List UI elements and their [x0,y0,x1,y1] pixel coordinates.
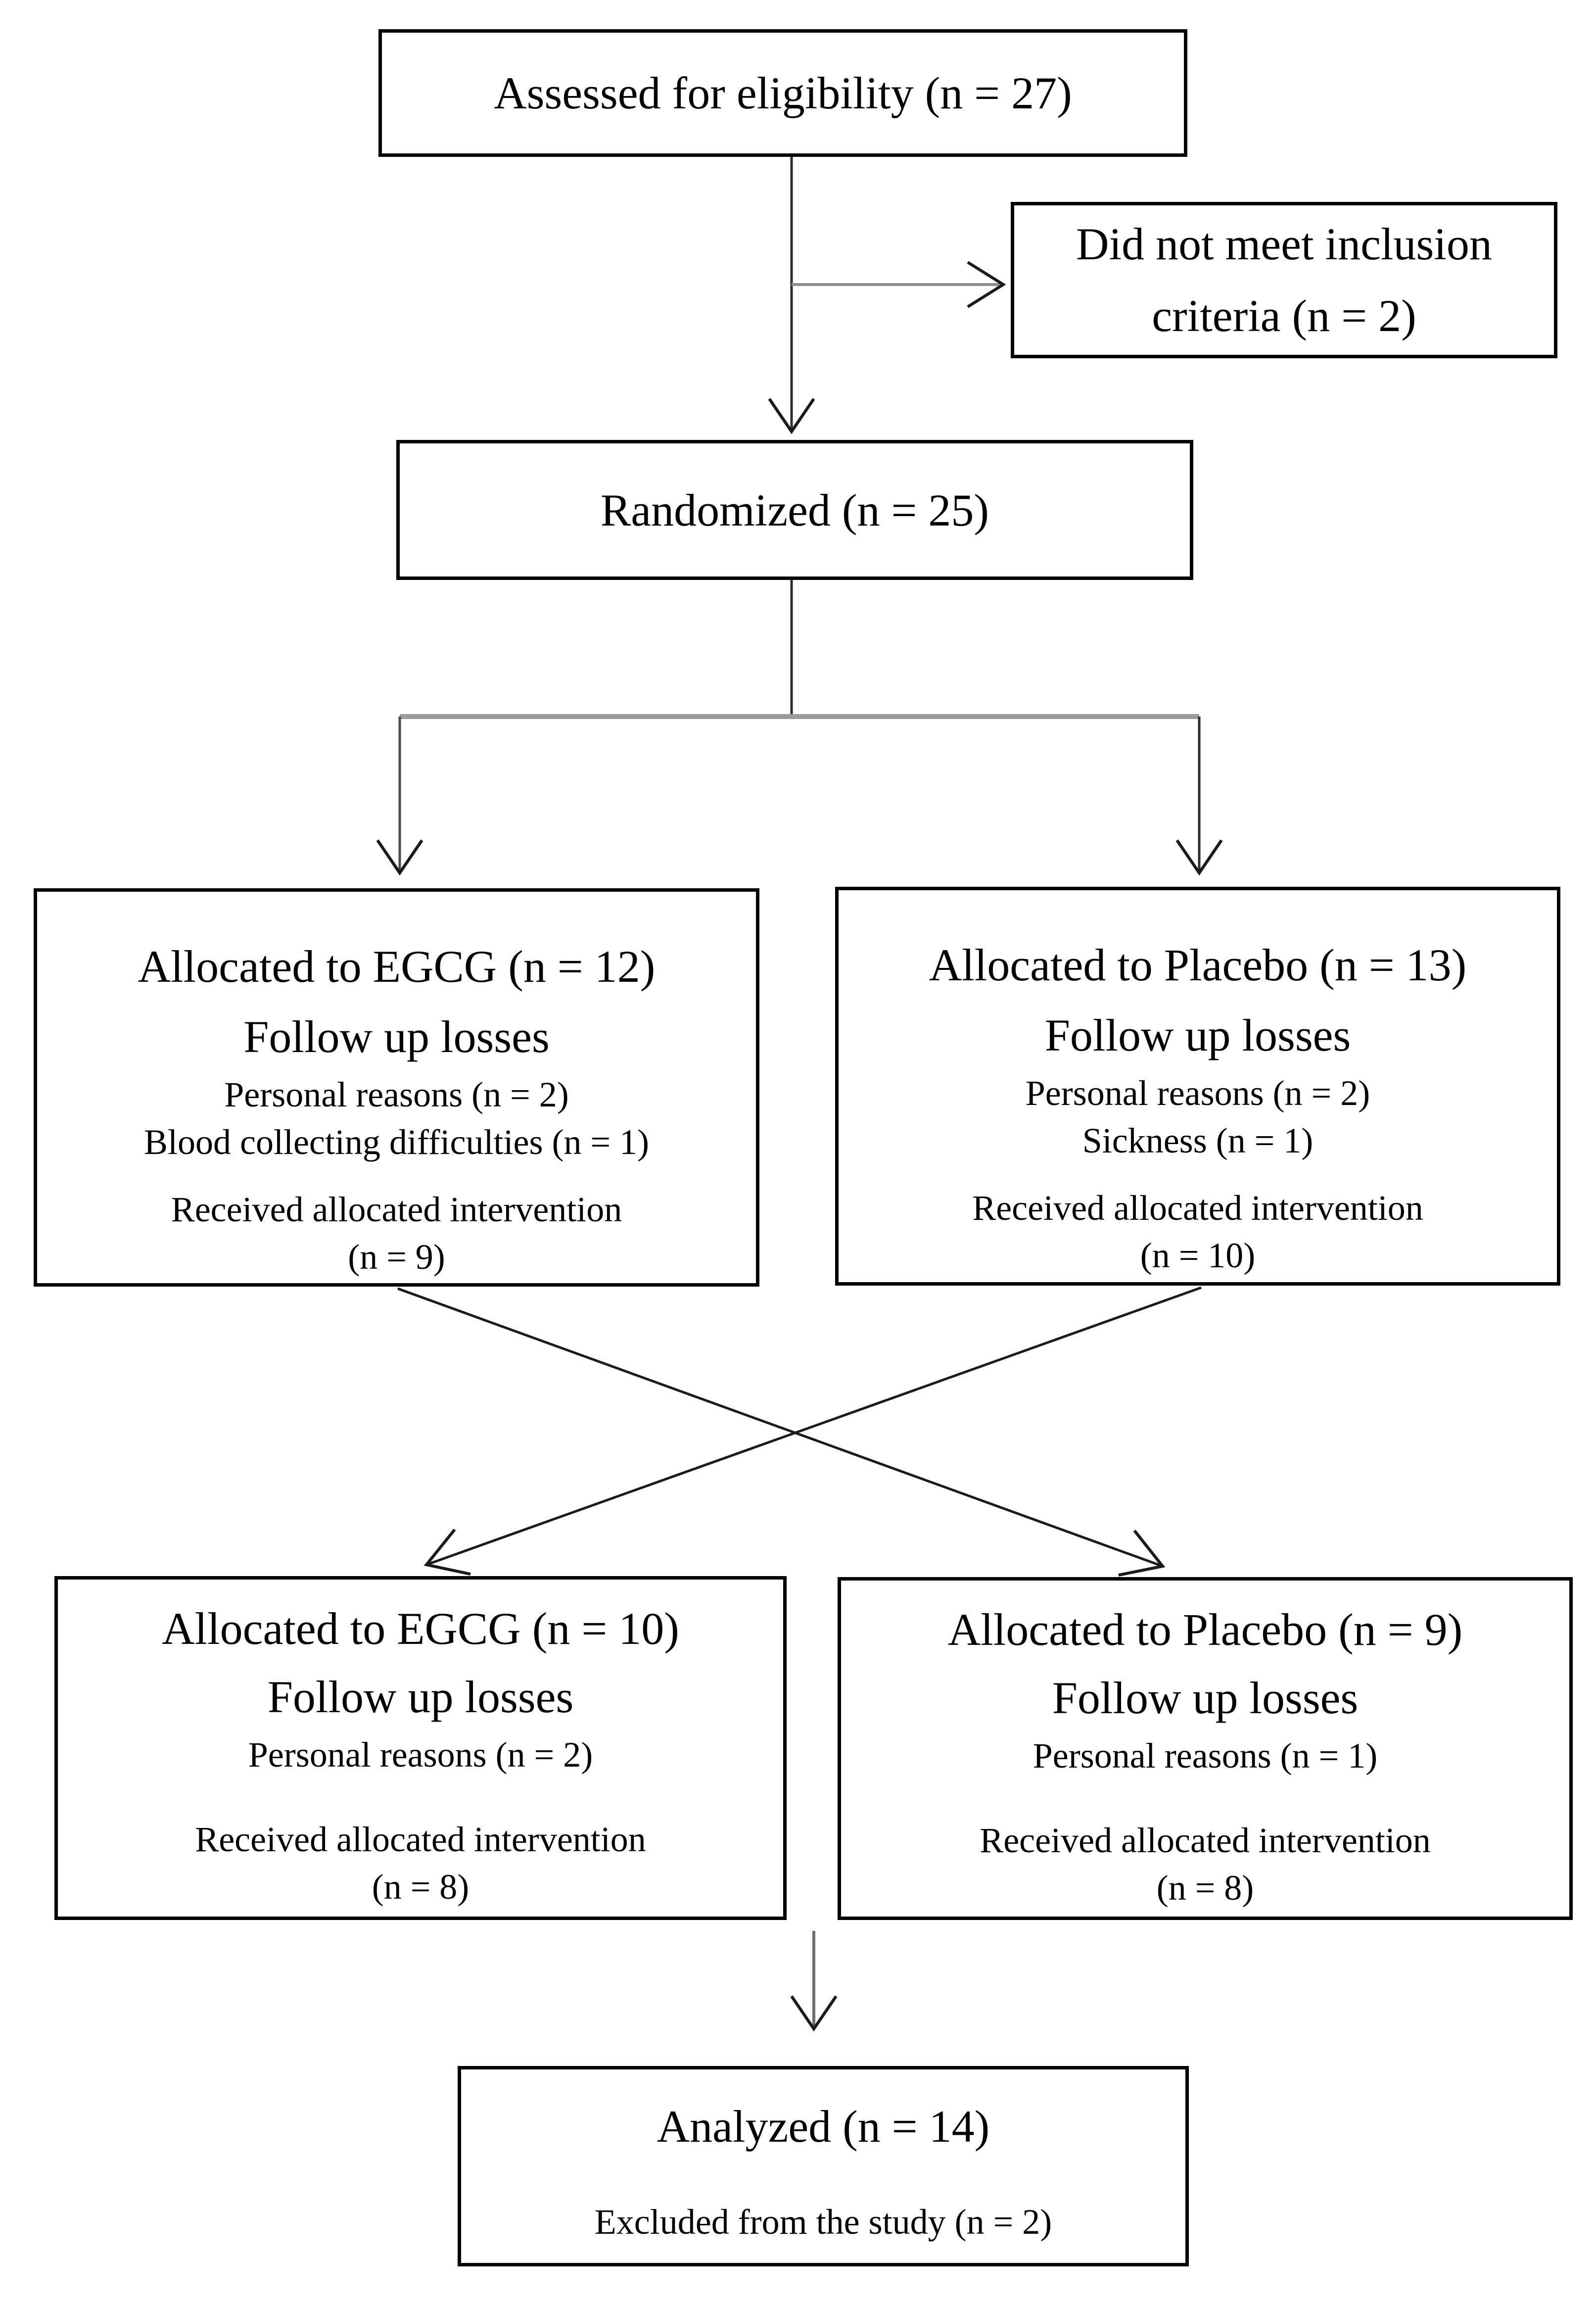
node-line: Allocated to Placebo (n = 9) [947,1604,1463,1655]
node-line: Follow up losses [243,1011,550,1062]
node-line: Sickness (n = 1) [1082,1121,1314,1160]
node-line: Follow up losses [1044,1010,1351,1060]
node-line: Excluded from the study (n = 2) [594,2202,1052,2242]
node-allocated-placebo-round1: Allocated to Placebo (n = 13) Follow up … [835,887,1560,1286]
arrow-egcg1-to-placebo2 [397,1287,1163,1568]
node-line: criteria (n = 2) [1152,290,1416,341]
node-line: Received allocated intervention [171,1190,622,1229]
node-line: (n = 8) [1156,1868,1254,1908]
node-line: Follow up losses [1052,1673,1359,1723]
node-line: Personal reasons (n = 2) [224,1075,569,1114]
node-allocated-placebo-round2: Allocated to Placebo (n = 9) Follow up l… [838,1577,1573,1920]
node-line: (n = 9) [348,1237,445,1277]
arrowhead-down-egcg1-icon [376,839,423,876]
node-line: (n = 8) [372,1867,469,1907]
node-line: Personal reasons (n = 1) [1033,1736,1378,1776]
node-randomized: Randomized (n = 25) [396,440,1193,580]
node-line: Did not meet inclusion [1076,219,1492,269]
arrowhead-diag-placebo2-icon [1118,1530,1166,1577]
node-line: Personal reasons (n = 2) [248,1735,593,1775]
node-line: Randomized (n = 25) [600,484,989,535]
node-allocated-egcg-round1: Allocated to EGCG (n = 12) Follow up los… [34,888,759,1287]
node-line: Received allocated intervention [195,1820,646,1859]
node-line: (n = 10) [1140,1236,1256,1275]
node-assessed-eligibility: Assessed for eligibility (n = 27) [378,29,1187,157]
arrowhead-down-analyzed-icon [790,1995,838,2032]
node-line: Allocated to EGCG (n = 10) [162,1603,679,1654]
node-line: Analyzed (n = 14) [657,2101,990,2152]
node-line: Assessed for eligibility (n = 27) [494,68,1072,118]
node-line: Follow up losses [267,1672,574,1722]
arrowhead-right-excluded-icon [967,261,1006,308]
node-allocated-egcg-round2: Allocated to EGCG (n = 10) Follow up los… [54,1576,787,1920]
node-analyzed: Analyzed (n = 14) Excluded from the stud… [458,2066,1189,2266]
arrowhead-down-placebo1-icon [1175,839,1223,876]
node-line: Received allocated intervention [980,1821,1431,1860]
arrowhead-down-randomized-icon [768,398,815,434]
node-did-not-meet-inclusion: Did not meet inclusion criteria (n = 2) [1011,202,1557,358]
node-line: Allocated to EGCG (n = 12) [138,941,656,992]
node-line: Allocated to Placebo (n = 13) [929,940,1467,990]
node-line: Personal reasons (n = 2) [1025,1073,1370,1113]
node-line: Received allocated intervention [972,1188,1423,1228]
arrow-placebo1-to-egcg2 [426,1286,1202,1566]
arrowhead-diag-egcg2-icon [423,1529,471,1576]
node-line: Blood collecting difficulties (n = 1) [143,1122,650,1162]
